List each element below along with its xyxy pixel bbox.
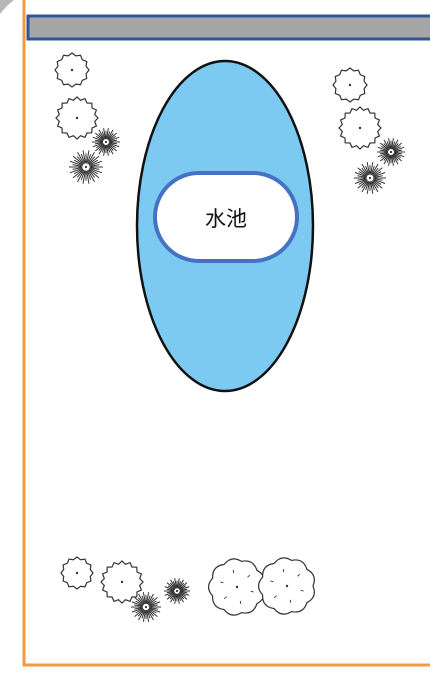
- shrub-symbol: [332, 67, 368, 103]
- spiky-plant-symbol: [164, 578, 190, 604]
- tree-canopy-symbol: [257, 557, 315, 615]
- spiky-plant-symbol: [69, 150, 103, 184]
- spiky-plant-symbol: [92, 128, 120, 156]
- corner-fragment: [0, 0, 14, 14]
- shrub-symbol: [54, 52, 90, 88]
- spiky-plant-symbol: [377, 138, 405, 166]
- shrub-symbol: [55, 96, 99, 140]
- plant-symbols: [54, 52, 405, 622]
- tree-canopy-symbol: [207, 558, 265, 616]
- pond-label: 水池: [205, 207, 247, 231]
- shrub-symbol: [338, 106, 382, 150]
- spiky-plant-symbol: [354, 162, 386, 194]
- top-wall-bar: [26, 14, 430, 41]
- pond-label-box: [153, 171, 299, 263]
- spiky-plant-symbol: [131, 592, 161, 622]
- shrub-symbol: [100, 560, 144, 604]
- shrub-symbol: [60, 556, 94, 590]
